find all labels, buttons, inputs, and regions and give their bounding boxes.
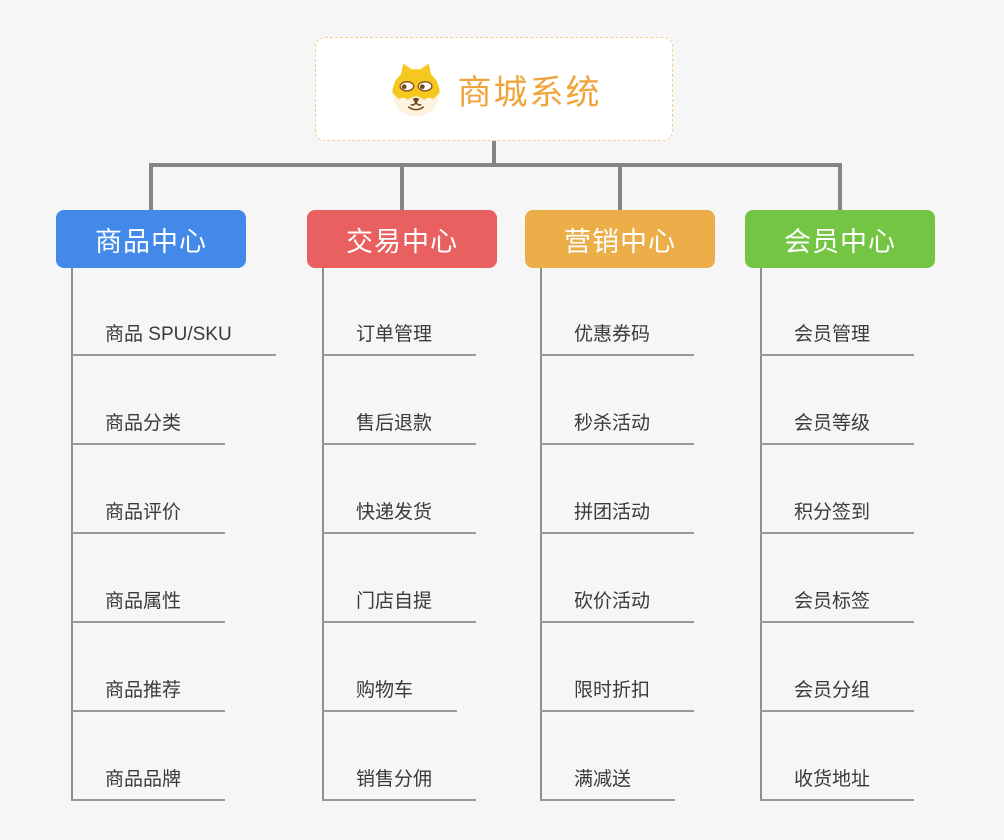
mindmap-item-label: 商品评价: [105, 502, 182, 523]
mindmap-item-label: 积分签到: [794, 502, 871, 523]
branch-header[interactable]: 会员中心: [745, 210, 935, 268]
branch-spine-line: [322, 268, 324, 801]
connector-line: [618, 163, 622, 210]
mindmap-item[interactable]: 商品分类: [71, 409, 226, 445]
branch-spine-line: [71, 268, 73, 801]
mindmap-item[interactable]: 会员等级: [760, 409, 915, 445]
mindmap-item-label: 商品分类: [105, 413, 182, 434]
mindmap-item[interactable]: 收货地址: [760, 765, 915, 801]
mindmap-item[interactable]: 拼团活动: [540, 498, 695, 534]
root-title: 商城系统: [457, 73, 602, 112]
mindmap-item-label: 商品属性: [105, 591, 182, 612]
mindmap-item[interactable]: 商品属性: [71, 587, 226, 623]
connector-line: [492, 141, 496, 167]
mindmap-item-label: 门店自提: [356, 591, 433, 612]
mindmap-item[interactable]: 商品 SPU/SKU: [71, 320, 276, 356]
mindmap-item-label: 售后退款: [356, 413, 433, 434]
mindmap-item-label: 订单管理: [356, 324, 433, 345]
mindmap-item[interactable]: 商品评价: [71, 498, 226, 534]
mindmap-item[interactable]: 购物车: [322, 676, 458, 712]
root-node[interactable]: 商城系统: [315, 37, 673, 141]
branch-header-label: 会员中心: [784, 226, 896, 257]
connector-line: [149, 163, 153, 210]
mindmap-item-label: 限时折扣: [574, 680, 651, 701]
connector-line: [149, 163, 842, 167]
mindmap-item[interactable]: 积分签到: [760, 498, 915, 534]
mindmap-item-label: 商品 SPU/SKU: [105, 324, 232, 345]
mindmap-item[interactable]: 限时折扣: [540, 676, 695, 712]
mindmap-item[interactable]: 砍价活动: [540, 587, 695, 623]
mindmap-item-label: 商品品牌: [105, 769, 182, 790]
mindmap-item[interactable]: 门店自提: [322, 587, 477, 623]
mindmap-item[interactable]: 会员分组: [760, 676, 915, 712]
mindmap-item[interactable]: 销售分佣: [322, 765, 477, 801]
mindmap-item[interactable]: 订单管理: [322, 320, 477, 356]
mindmap-item[interactable]: 秒杀活动: [540, 409, 695, 445]
branch-header[interactable]: 交易中心: [307, 210, 497, 268]
mindmap-item-label: 收货地址: [794, 769, 871, 790]
mindmap-item-label: 满减送: [574, 769, 632, 790]
branch-header-label: 交易中心: [346, 226, 458, 257]
mindmap-item-label: 快递发货: [356, 502, 433, 523]
mindmap-item-label: 商品推荐: [105, 680, 182, 701]
connector-line: [838, 163, 842, 210]
mindmap-item-label: 优惠券码: [574, 324, 651, 345]
mindmap-item-label: 会员管理: [794, 324, 871, 345]
mindmap-item-label: 销售分佣: [356, 769, 433, 790]
mindmap-item[interactable]: 商品推荐: [71, 676, 226, 712]
connector-line: [400, 163, 404, 210]
mindmap-item[interactable]: 快递发货: [322, 498, 477, 534]
branch-header-label: 商品中心: [95, 226, 207, 257]
mindmap-item[interactable]: 商品品牌: [71, 765, 226, 801]
branch-header[interactable]: 营销中心: [525, 210, 715, 268]
mindmap-item[interactable]: 会员标签: [760, 587, 915, 623]
branch-spine-line: [540, 268, 542, 801]
mindmap-item-label: 购物车: [356, 680, 414, 701]
mindmap-item[interactable]: 会员管理: [760, 320, 915, 356]
mindmap-item-label: 会员分组: [794, 680, 871, 701]
branch-spine-line: [760, 268, 762, 801]
branch-header-label: 营销中心: [564, 226, 676, 257]
mindmap-item[interactable]: 满减送: [540, 765, 676, 801]
mindmap-item-label: 秒杀活动: [574, 413, 651, 434]
mindmap-item-label: 会员等级: [794, 413, 871, 434]
branch-header[interactable]: 商品中心: [56, 210, 246, 268]
mindmap-item-label: 拼团活动: [574, 502, 651, 523]
mindmap-item-label: 砍价活动: [574, 591, 651, 612]
mindmap-item-label: 会员标签: [794, 591, 871, 612]
dog-face-icon: [387, 60, 445, 118]
mindmap-item[interactable]: 优惠券码: [540, 320, 695, 356]
mindmap-item[interactable]: 售后退款: [322, 409, 477, 445]
